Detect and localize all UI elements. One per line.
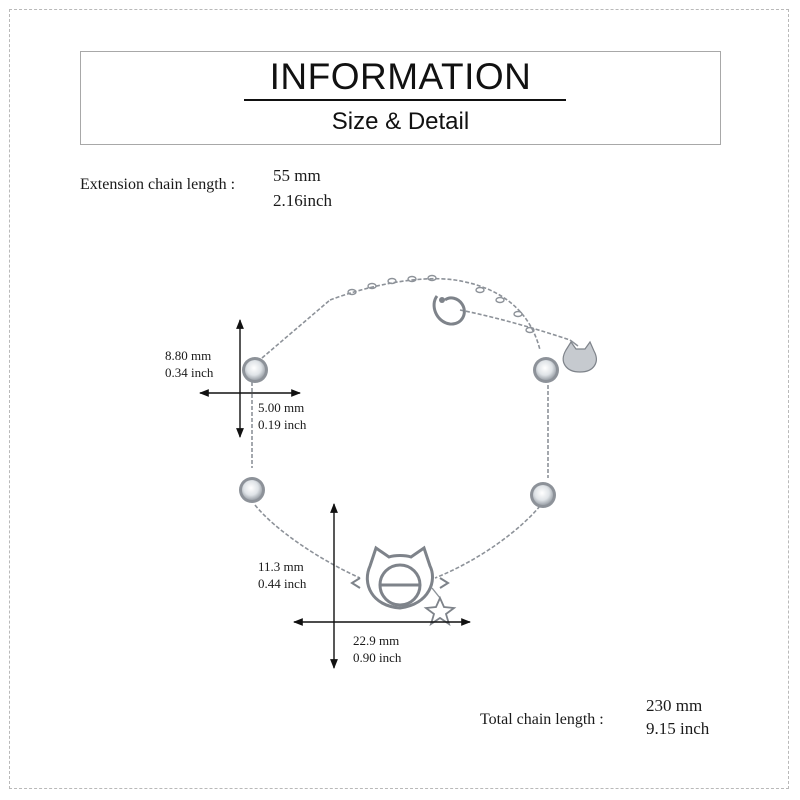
charm-height-inch: 0.44 inch [258, 576, 307, 591]
stone-bottom-left [239, 477, 265, 503]
total-chain-inch: 9.15 inch [646, 719, 710, 738]
stone-height-inch: 0.34 inch [165, 365, 214, 380]
stone-height-label: 8.80 mm 0.34 inch [165, 347, 213, 381]
title-underline [244, 99, 566, 101]
charm-width-label: 22.9 mm 0.90 inch [353, 632, 401, 666]
total-chain-label: Total chain length : [480, 711, 604, 728]
lobster-clasp-icon [432, 295, 466, 326]
stone-bottom-right [530, 482, 556, 508]
total-chain-mm: 230 mm [646, 696, 703, 715]
dimension-arrows [199, 319, 471, 669]
extension-chain-inch: 2.16inch [273, 191, 333, 210]
header-title: INFORMATION [269, 56, 532, 97]
charm-width-mm: 22.9 mm [353, 633, 400, 648]
cat-head-tag-icon [562, 339, 597, 373]
chain-top-left [261, 299, 331, 359]
cat-charm-icon [350, 545, 450, 610]
stone-height-mm: 8.80 mm [165, 348, 212, 363]
chain-extension [329, 277, 541, 351]
header-subtitle: Size & Detail [331, 108, 470, 135]
extension-chain-label: Extension chain length : [80, 176, 236, 193]
stone-top-left [242, 357, 268, 383]
extension-chain-mm: 55 mm [273, 166, 321, 185]
chain-drop [459, 309, 571, 341]
stone-width-label: 5.00 mm 0.19 inch [258, 399, 306, 433]
star-charm-icon [423, 587, 457, 627]
dashed-frame [9, 9, 789, 789]
stone-width-mm: 5.00 mm [258, 400, 305, 415]
chain-lower-right [434, 505, 541, 579]
stone-width-inch: 0.19 inch [258, 417, 307, 432]
header-box: INFORMATION Size & Detail [80, 51, 721, 145]
charm-width-inch: 0.90 inch [353, 650, 402, 665]
extension-links [347, 274, 535, 334]
stone-top-right [533, 357, 559, 383]
charm-height-label: 11.3 mm 0.44 inch [258, 558, 306, 592]
charm-height-mm: 11.3 mm [258, 559, 304, 574]
